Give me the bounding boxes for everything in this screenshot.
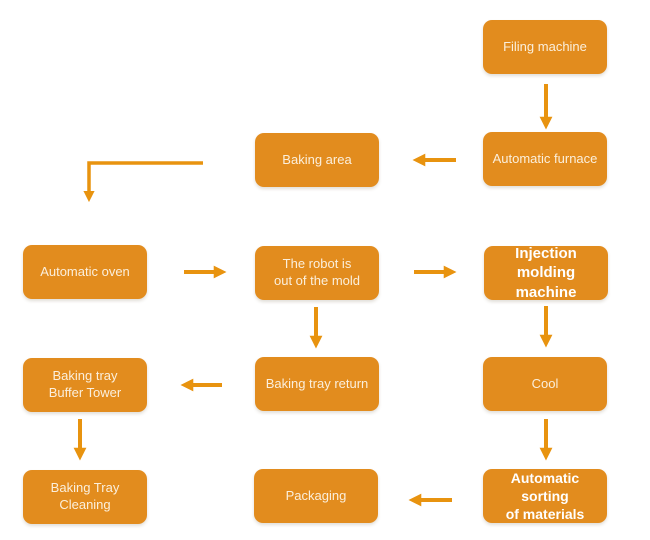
node-label: Automatic sorting of materials bbox=[505, 469, 585, 523]
node-baking-tray-buffer-tower: Baking tray Buffer Tower bbox=[23, 358, 147, 412]
node-automatic-furnace: Automatic furnace bbox=[483, 132, 607, 186]
node-label: Baking Tray Cleaning bbox=[50, 480, 120, 512]
node-packaging: Packaging bbox=[254, 469, 378, 523]
node-label: Injection molding machine bbox=[515, 244, 577, 301]
node-filing-machine: Filing machine bbox=[483, 20, 607, 74]
node-robot-out-of-mold: The robot is out of the mold bbox=[255, 246, 379, 300]
node-baking-area: Baking area bbox=[255, 133, 379, 187]
arrow-baking-area-to-oven bbox=[83, 161, 203, 203]
node-label: Baking tray return bbox=[265, 375, 369, 391]
node-label: Automatic furnace bbox=[492, 150, 598, 166]
node-label: Cool bbox=[531, 375, 559, 391]
node-cool: Cool bbox=[483, 357, 607, 411]
node-label: Packaging bbox=[285, 487, 347, 503]
node-label: Baking tray Buffer Tower bbox=[48, 368, 122, 400]
node-automatic-sorting-of-materials: Automatic sorting of materials bbox=[483, 469, 607, 523]
node-injection-molding-machine: Injection molding machine bbox=[484, 244, 608, 301]
node-baking-tray-cleaning: Baking Tray Cleaning bbox=[23, 470, 147, 524]
node-baking-tray-return: Baking tray return bbox=[255, 357, 379, 411]
node-label: Baking area bbox=[282, 151, 352, 167]
node-label: The robot is out of the mold bbox=[274, 256, 360, 288]
node-label: Filing machine bbox=[503, 38, 587, 54]
node-automatic-oven: Automatic oven bbox=[23, 245, 147, 299]
node-label: Automatic oven bbox=[40, 263, 130, 279]
